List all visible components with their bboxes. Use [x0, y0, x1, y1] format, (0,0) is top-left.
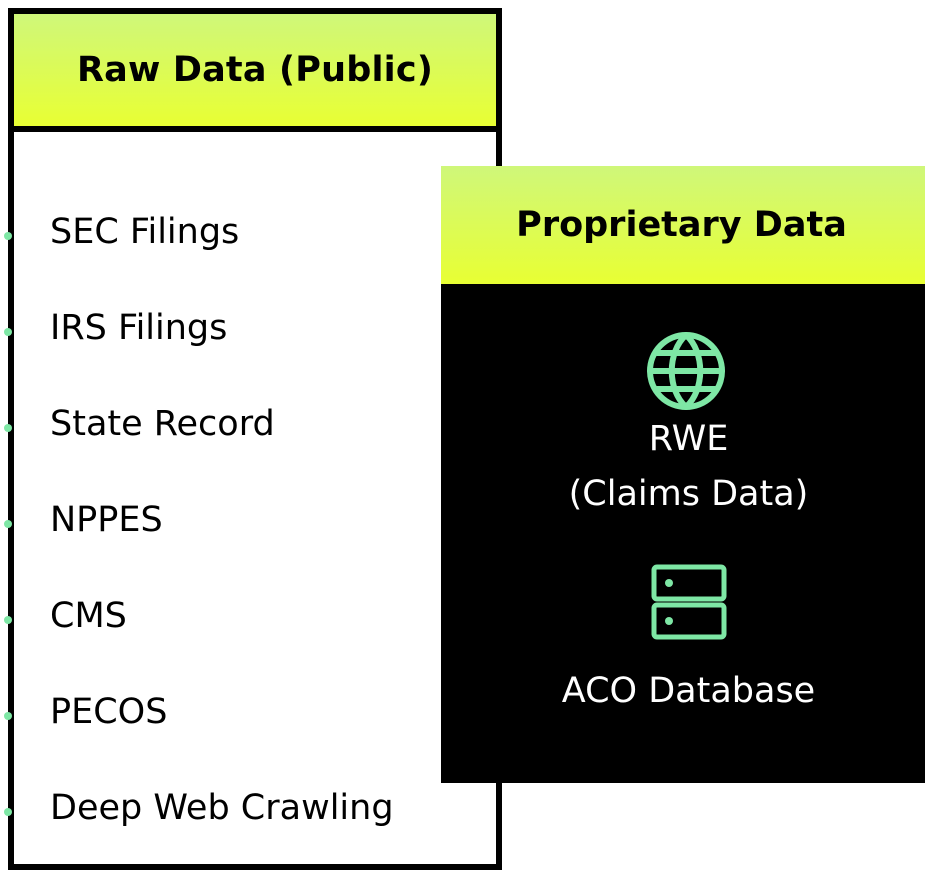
aco-database-label: ACO Database — [561, 671, 816, 711]
list-item-label: PECOS — [50, 692, 168, 732]
bullet-icon — [4, 232, 12, 240]
bullet-icon — [4, 808, 12, 816]
bullet-icon — [4, 616, 12, 624]
raw-data-card: Raw Data (Public) SEC Filings IRS Filing… — [4, 8, 502, 870]
proprietary-data-card: Proprietary Data RWE (Claims Data) ACO D… — [441, 166, 925, 783]
raw-data-title: Raw Data (Public) — [76, 50, 434, 90]
bullet-icon — [4, 328, 12, 336]
bullet-icon — [4, 712, 12, 720]
rwe-label: RWE — [648, 419, 729, 459]
list-item-label: State Record — [50, 404, 275, 444]
bullet-icon — [4, 520, 12, 528]
proprietary-data-header: Proprietary Data — [441, 166, 925, 284]
bullet-icon — [4, 424, 12, 432]
list-item-label: NPPES — [50, 500, 163, 540]
globe-icon — [647, 332, 725, 410]
list-item-label: CMS — [50, 596, 127, 636]
list-item-label: SEC Filings — [50, 212, 240, 252]
claims-data-label: (Claims Data) — [568, 474, 809, 514]
database-icon — [651, 564, 727, 640]
proprietary-data-title: Proprietary Data — [516, 205, 847, 245]
list-item-label: IRS Filings — [50, 308, 228, 348]
list-item-label: Deep Web Crawling — [50, 788, 394, 828]
raw-data-header: Raw Data (Public) — [14, 14, 496, 132]
